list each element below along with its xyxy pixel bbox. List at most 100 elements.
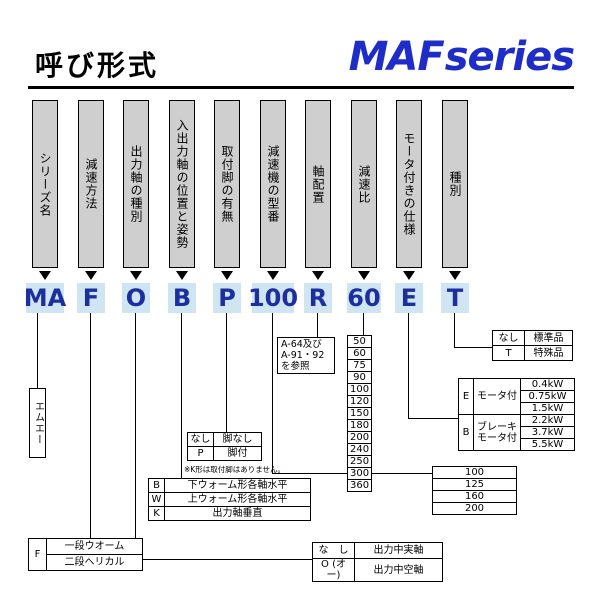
cell-kw: 3.7kW bbox=[520, 426, 575, 439]
code-frame-size: 100 bbox=[247, 283, 299, 313]
cell-code: K bbox=[148, 506, 165, 521]
code-shaft-position: B bbox=[168, 283, 196, 313]
cell-desc: モータ付 bbox=[473, 378, 521, 415]
cell-code: な し bbox=[312, 542, 355, 559]
cell-code: P bbox=[187, 446, 214, 461]
column-label-shaft-position: 入出力軸の位置と姿勢 bbox=[169, 100, 195, 268]
page-title: 呼び形式 bbox=[35, 49, 160, 82]
ratio-value: 150 bbox=[346, 407, 373, 420]
column-label-output-shaft-type: 出力軸の種別 bbox=[123, 100, 149, 268]
ratio-value: 250 bbox=[346, 455, 373, 468]
connector-line bbox=[90, 313, 91, 538]
output-shaft-table: な し 出力中実軸 O (オー) 出力中空軸 bbox=[312, 542, 443, 582]
column-label-type: 種別 bbox=[442, 100, 468, 268]
connector-line bbox=[454, 313, 455, 347]
column-label-reduction-ratio: 減速比 bbox=[351, 100, 377, 268]
connector-line bbox=[135, 559, 312, 560]
cell-desc: 一段ウオーム bbox=[46, 538, 143, 555]
cell-desc: 二段ヘリカル bbox=[46, 554, 143, 571]
down-triangle-icon bbox=[39, 271, 51, 280]
ref-line: A-91・92 bbox=[281, 350, 325, 361]
ratio-value: 240 bbox=[346, 443, 373, 456]
connector-line bbox=[408, 418, 458, 419]
column-label-mounting-legs: 取付脚の有無 bbox=[214, 100, 240, 268]
ratio-value: 300 bbox=[346, 467, 373, 480]
connector-line bbox=[317, 313, 318, 337]
frame-value: 200 bbox=[432, 502, 517, 515]
code-motor-spec: E bbox=[395, 283, 423, 313]
cell-code: なし bbox=[492, 330, 525, 346]
brand-main: MAF bbox=[348, 34, 445, 80]
cell-desc: 上ウォーム形各軸水平 bbox=[164, 492, 311, 507]
down-triangle-icon bbox=[267, 271, 279, 280]
column-label-series-name: シリーズ名 bbox=[32, 100, 58, 268]
cell-desc: 下ウォーム形各軸水平 bbox=[164, 478, 311, 493]
type-table: なし 標準品 T 特殊品 bbox=[492, 330, 573, 361]
column-label-reduction-method: 減速方法 bbox=[78, 100, 104, 268]
ratio-value: 60 bbox=[346, 347, 373, 360]
down-triangle-icon bbox=[403, 271, 415, 280]
cell-desc: 脚なし bbox=[213, 432, 262, 447]
cell-desc: 脚付 bbox=[213, 446, 262, 461]
brand-logo: MAFseries bbox=[348, 34, 575, 80]
header-divider bbox=[28, 86, 574, 89]
cell-code: E bbox=[458, 378, 474, 415]
shaft-arrangement-reference: A-64及び A-91・92 を参照 bbox=[277, 337, 335, 374]
connector-line bbox=[272, 313, 273, 473]
connector-line bbox=[135, 313, 136, 559]
shaft-position-table: B 下ウォーム形各軸水平 W 上ウォーム形各軸水平 K 出力軸垂直 bbox=[148, 478, 311, 521]
code-mounting-legs: P bbox=[213, 283, 241, 313]
connector-line bbox=[363, 313, 364, 335]
cell-code: W bbox=[148, 492, 165, 507]
cell-desc: ブレーキモータ付 bbox=[473, 414, 521, 451]
cell-kw: 0.4kW bbox=[520, 378, 575, 391]
ratio-value: 75 bbox=[346, 359, 373, 372]
motor-spec-table: E モータ付 0.4kW 0.75kW 1.5kW B ブレーキモータ付 2.2… bbox=[458, 378, 575, 451]
cell-desc: 出力中実軸 bbox=[354, 542, 443, 559]
ratio-value: 180 bbox=[346, 419, 373, 432]
ratio-value: 100 bbox=[346, 383, 373, 396]
brand-sub: series bbox=[444, 34, 575, 80]
cell-kw: 1.5kW bbox=[520, 402, 575, 415]
ratio-value: 120 bbox=[346, 395, 373, 408]
ratio-value: 90 bbox=[346, 371, 373, 384]
down-triangle-icon bbox=[449, 271, 461, 280]
cell-desc: 特殊品 bbox=[524, 345, 573, 361]
down-triangle-icon bbox=[312, 271, 324, 280]
connector-line bbox=[226, 313, 227, 432]
mounting-legs-table: なし 脚なし P 脚付 bbox=[187, 432, 262, 461]
cell-code: なし bbox=[187, 432, 214, 447]
frame-value: 160 bbox=[432, 490, 517, 503]
cell-code: O (オー) bbox=[312, 558, 355, 582]
down-triangle-icon bbox=[358, 271, 370, 280]
connector-line bbox=[37, 313, 38, 388]
ratio-value: 200 bbox=[346, 431, 373, 444]
cell-desc: 標準品 bbox=[524, 330, 573, 346]
ratio-value: 360 bbox=[346, 479, 373, 492]
cell-code: F bbox=[28, 538, 47, 571]
connector-line bbox=[454, 347, 492, 348]
series-name-box: エムエー bbox=[29, 388, 46, 458]
reduction-method-table: F 一段ウオーム 二段ヘリカル bbox=[28, 538, 143, 571]
cell-code: B bbox=[148, 478, 165, 493]
down-triangle-icon bbox=[130, 271, 142, 280]
ref-line: A-64及び bbox=[281, 339, 322, 350]
column-label-motor-spec: モータ付きの仕様 bbox=[396, 100, 422, 268]
cell-desc: 出力中空軸 bbox=[354, 558, 443, 582]
reduction-ratio-table: 50 60 75 90 100 120 150 180 200 240 250 … bbox=[346, 335, 373, 492]
cell-kw: 5.5kW bbox=[520, 438, 575, 451]
frame-size-table: 100 125 160 200 bbox=[432, 466, 517, 515]
mounting-legs-note: ※K形は取付脚はありません。 bbox=[184, 465, 285, 474]
ratio-value: 50 bbox=[346, 335, 373, 348]
cell-code: B bbox=[458, 414, 474, 451]
code-reduction-ratio: 60 bbox=[347, 283, 381, 313]
connector-line bbox=[181, 313, 182, 478]
code-shaft-arrangement: R bbox=[304, 283, 332, 313]
ref-line: を参照 bbox=[281, 361, 310, 372]
cell-code: T bbox=[492, 345, 525, 361]
code-reduction-method: F bbox=[77, 283, 105, 313]
cell-kw: 2.2kW bbox=[520, 414, 575, 427]
cell-kw: 0.75kW bbox=[520, 390, 575, 403]
frame-value: 100 bbox=[432, 466, 517, 479]
